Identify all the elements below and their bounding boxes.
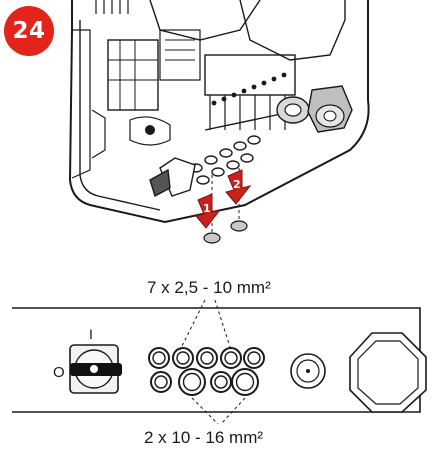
large-openings-label: 2 x 10 - 16 mm²: [144, 428, 264, 447]
housing-knockouts: [189, 135, 261, 185]
large-cable-gland-icon: [349, 332, 427, 413]
knockout-plug-icon: [203, 220, 248, 244]
mixed-knockout-row: [150, 368, 259, 396]
housing-disconnect-switch: [149, 157, 196, 198]
step-number-badge: 24: [4, 6, 54, 56]
cable-gland-icon: [290, 353, 326, 389]
housing-cable-glands: [276, 85, 353, 133]
arrow-down-icon: [195, 169, 252, 229]
switch-on-label: I: [89, 326, 93, 342]
small-knockout-row: [148, 347, 265, 369]
dc-disconnect-switch-icon: [69, 344, 122, 394]
inverter-housing-icon: [68, 0, 370, 224]
callout-lines: [179, 299, 246, 425]
terminal-screws: [145, 72, 287, 135]
small-openings-label: 7 x 2,5 - 10 mm²: [147, 278, 271, 297]
arrow-label-2: 2: [233, 178, 241, 191]
step-number: 24: [12, 18, 46, 44]
switch-off-label: O: [53, 364, 65, 381]
arrow-label-1: 1: [203, 202, 211, 215]
